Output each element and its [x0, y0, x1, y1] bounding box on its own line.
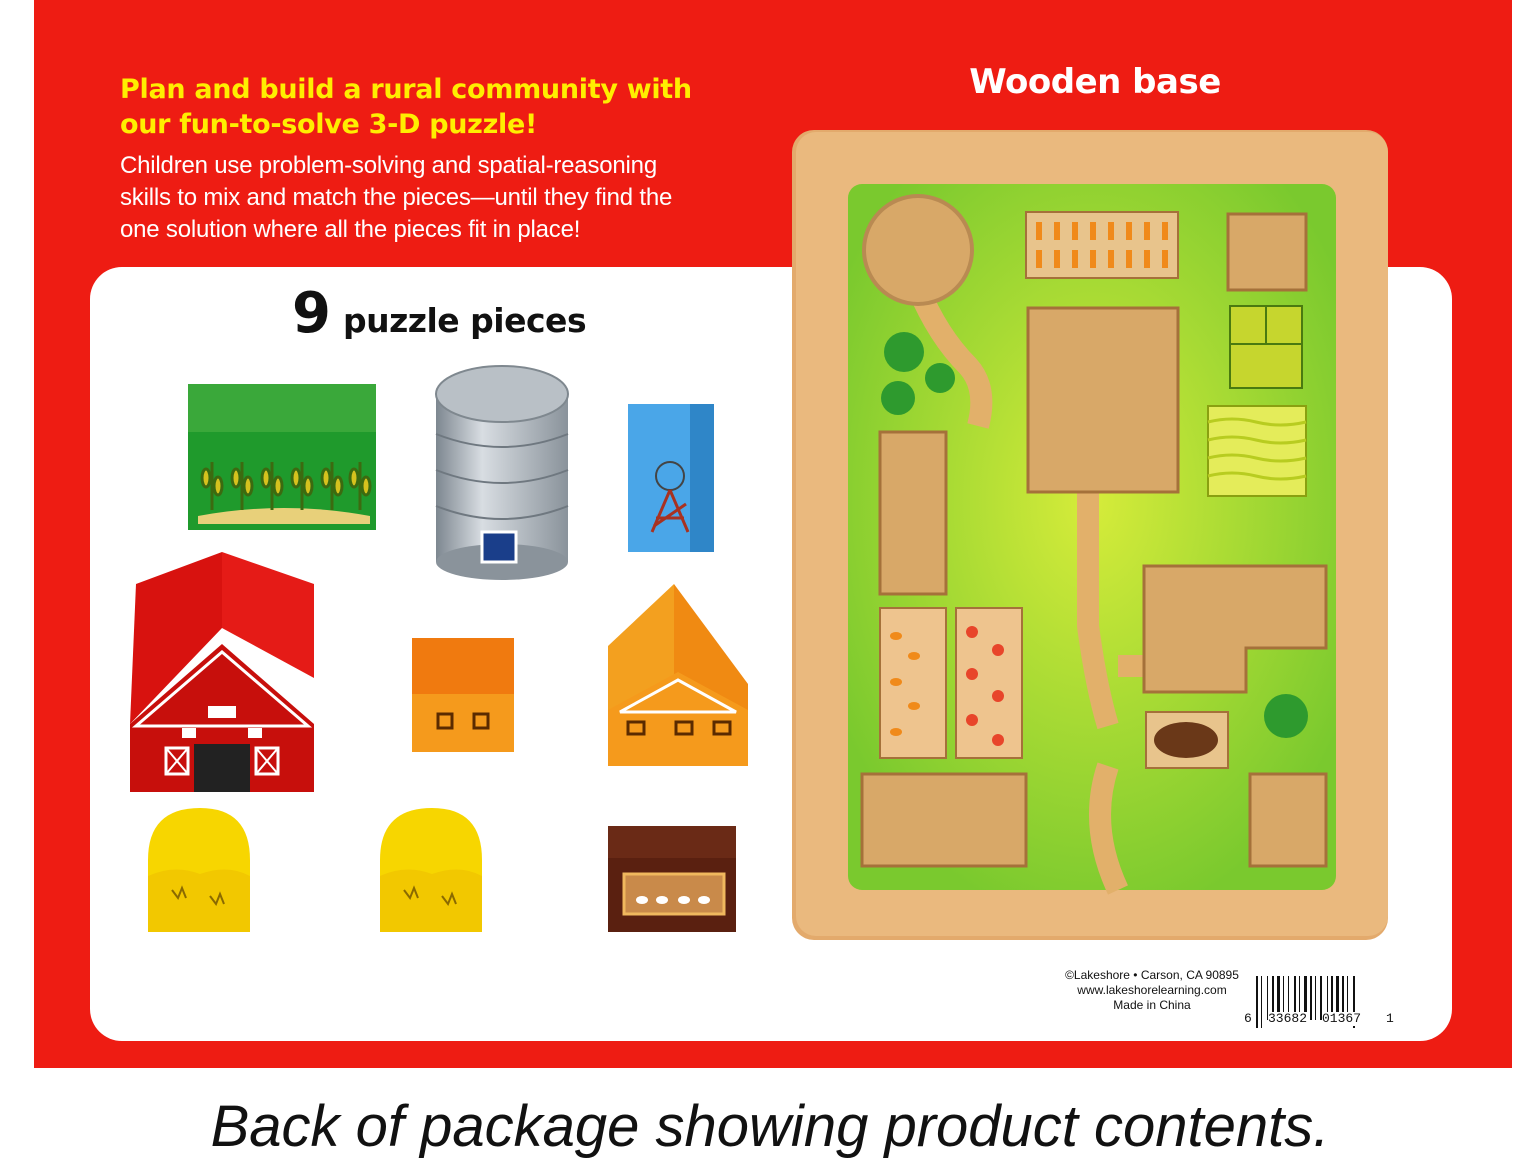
barcode-lead-digit: 6: [1244, 1011, 1252, 1026]
wooden-base-board: [788, 126, 1392, 948]
description: Children use problem-solving and spatial…: [120, 150, 720, 246]
hay-bale-right-piece: [376, 804, 486, 936]
headline: Plan and build a rural community with ou…: [120, 72, 760, 142]
description-line-3: one solution where all the pieces fit in…: [120, 216, 581, 243]
description-line-2: skills to mix and match the pieces—until…: [120, 184, 673, 211]
caption: Back of package showing product contents…: [210, 1094, 1330, 1159]
pieces-title: 9 puzzle pieces: [292, 281, 587, 346]
headline-line-1: Plan and build a rural community with: [120, 74, 692, 105]
legal-website: www.lakeshorelearning.com: [1077, 983, 1227, 997]
wooden-base-label: Wooden base: [969, 62, 1221, 102]
barcode-check-digit: 1: [1386, 1011, 1394, 1026]
windmill-piece: [624, 400, 718, 556]
barcode: [1240, 972, 1400, 1032]
description-line-1: Children use problem-solving and spatial…: [120, 152, 657, 179]
pieces-count: 9: [292, 281, 331, 346]
barcode-group-2: 01367: [1322, 1011, 1362, 1026]
farmhouse-piece: [604, 580, 752, 770]
barcode-group-1: 33682: [1268, 1011, 1308, 1026]
legal-info: ©Lakeshore • Carson, CA 90895 www.lakesh…: [1062, 968, 1242, 1013]
corn-field-piece: [184, 382, 380, 534]
pieces-label: puzzle pieces: [342, 301, 587, 340]
small-house-piece: [408, 634, 518, 756]
legal-origin: Made in China: [1113, 998, 1191, 1012]
hay-bale-left-piece: [144, 804, 254, 936]
silo-piece: [430, 362, 574, 584]
headline-line-2: our fun-to-solve 3-D puzzle!: [120, 109, 537, 140]
legal-address: ©Lakeshore • Carson, CA 90895: [1065, 968, 1239, 982]
red-barn-piece: [126, 548, 318, 796]
chicken-coop-piece: [604, 822, 740, 936]
